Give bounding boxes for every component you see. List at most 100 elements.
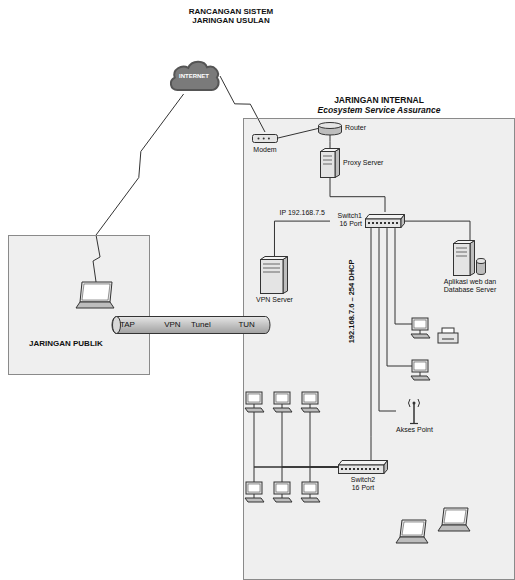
tower-icon	[320, 148, 340, 178]
tower-front	[321, 152, 336, 178]
title-holder: RANCANGAN SISTEM JARINGAN USULAN	[185, 7, 277, 25]
network-region: JARINGAN PUBLIK	[8, 235, 150, 375]
switch-icon	[338, 460, 388, 474]
server-unit	[454, 241, 475, 276]
computer-icon	[273, 392, 292, 412]
monitor-screen	[414, 320, 426, 328]
cable	[405, 221, 470, 240]
cable-wire	[254, 412, 338, 467]
vpn-tunnel: TAPVPNTunelTUN	[112, 316, 270, 334]
switch-port	[376, 222, 378, 224]
device-label: Akses Point	[396, 426, 433, 434]
cable	[330, 178, 385, 212]
tower-slot	[263, 264, 280, 265]
tunnel-label: Tunel	[191, 320, 211, 329]
computer-icon	[245, 482, 264, 502]
device-label: VPN Server	[256, 296, 293, 304]
computer-icon	[301, 392, 320, 412]
computer-icon	[301, 482, 320, 502]
cable-wire	[310, 412, 338, 467]
label-holder: TUN	[238, 316, 254, 334]
server-node: Aplikasi web dan Database Server	[436, 240, 504, 294]
region-heading: Ecosystem Service Assurance	[244, 106, 514, 116]
switch-node: Switch2 16 Port	[338, 460, 388, 492]
device-label: Proxy Server	[343, 159, 383, 167]
laptop-screen	[80, 282, 112, 302]
monitor	[302, 392, 318, 404]
computer-icon	[273, 482, 292, 502]
laptop-base	[76, 302, 114, 308]
monitor-stand	[254, 494, 255, 498]
device-label: Router	[345, 124, 366, 132]
antenna-base	[410, 423, 418, 424]
tower-slot	[323, 160, 332, 161]
router-top	[319, 123, 342, 129]
modem-icon	[252, 132, 278, 144]
laptop-display	[444, 510, 466, 523]
router-node: Router	[318, 122, 366, 135]
switch-port	[388, 222, 390, 224]
tower-slot	[323, 164, 332, 165]
monitor-stand	[282, 494, 283, 498]
region-label-holder: JARINGAN PUBLIK	[29, 339, 103, 348]
label-holder: IP 192.168.7.5	[279, 209, 326, 217]
switch-port	[373, 468, 375, 470]
laptop-display	[402, 522, 424, 535]
laptop-screen	[400, 520, 426, 537]
switch-port	[353, 468, 355, 470]
tunnel-label: VPN	[164, 320, 180, 329]
device-label: Modem	[253, 146, 276, 154]
switch-side	[401, 215, 405, 228]
region-ground	[243, 118, 515, 580]
cable-wire	[254, 467, 338, 482]
keyboard	[411, 376, 430, 380]
monitor-stand	[420, 372, 421, 376]
monitor	[302, 482, 318, 494]
keyboard	[273, 498, 292, 502]
server-node: Proxy Server	[320, 148, 383, 178]
label-holder: Tunel	[191, 316, 211, 334]
antenna-mast	[414, 404, 416, 423]
monitor-screen	[276, 394, 288, 402]
laptop-base	[438, 525, 470, 531]
region-grounds	[8, 118, 515, 580]
edge-label: IP 192.168.7.5	[279, 209, 326, 217]
cable	[330, 135, 331, 148]
antenna-icon	[405, 398, 423, 424]
monitor-screen	[248, 394, 260, 402]
switch-port	[341, 468, 343, 470]
laptop-base	[396, 537, 428, 543]
switch-side	[384, 461, 388, 474]
laptop-icon	[438, 508, 470, 531]
switch-port	[357, 468, 359, 470]
tunnel-label: TUN	[238, 320, 254, 329]
switch-port	[369, 468, 371, 470]
wireless-link	[96, 94, 184, 235]
diagram-title: RANCANGAN SISTEM JARINGAN USULAN	[185, 7, 277, 25]
address-range-label: 192.168.7.6 – 254 DHCP	[348, 257, 357, 343]
switch-front	[366, 219, 402, 228]
tower-slot	[456, 248, 467, 249]
cable	[274, 221, 330, 256]
laptop-icon	[396, 520, 428, 543]
cylinder-top	[477, 259, 486, 264]
monitor	[412, 318, 428, 330]
cloud-outline	[171, 62, 219, 90]
cable	[371, 228, 372, 460]
monitor-screen	[414, 362, 426, 370]
tower-slot	[456, 256, 467, 257]
keyboard	[301, 408, 320, 412]
switch-port	[345, 468, 347, 470]
switch-port	[384, 222, 386, 224]
switch-port	[372, 222, 374, 224]
antenna-wave	[418, 399, 420, 407]
access-point-node: Akses Point	[396, 398, 433, 434]
cable	[278, 129, 318, 139]
tower-slot	[456, 252, 467, 253]
switch-port	[361, 468, 363, 470]
printer-slot	[442, 339, 454, 340]
cable	[379, 228, 396, 411]
cable-wire	[282, 467, 338, 482]
tower-front	[454, 244, 471, 276]
